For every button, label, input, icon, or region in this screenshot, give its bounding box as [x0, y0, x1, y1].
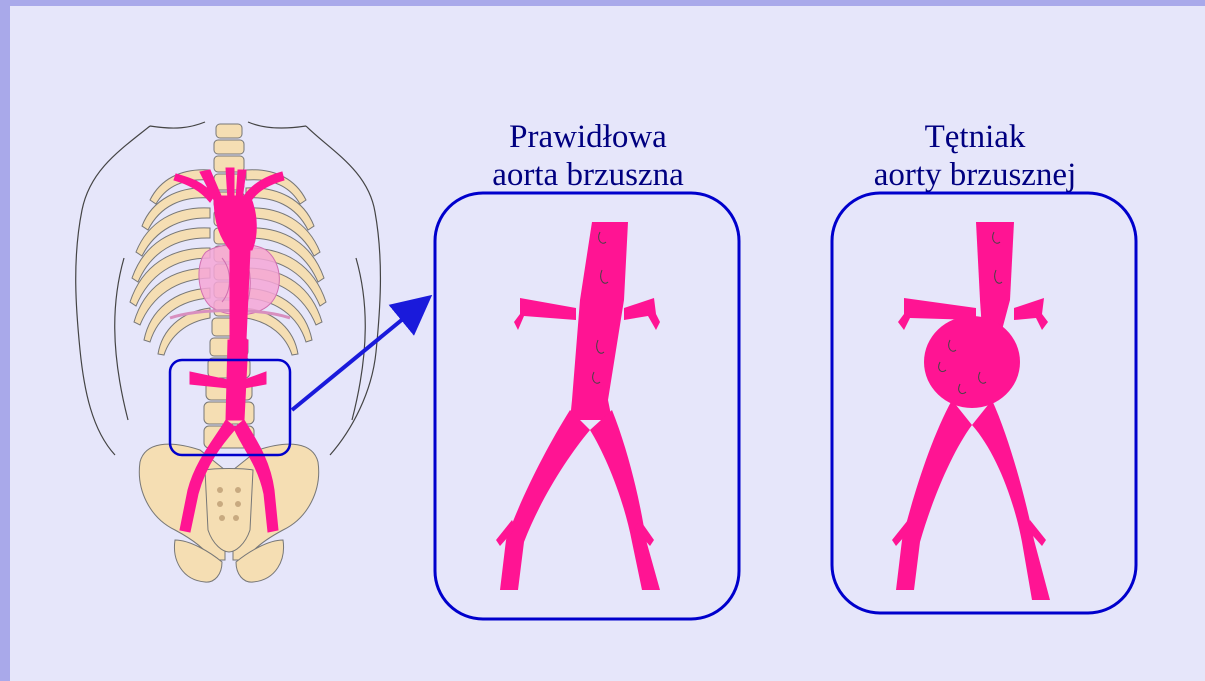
normal-aorta-panel [435, 193, 739, 619]
normal-aorta-label: Prawidłowa aorta brzuszna [468, 118, 708, 194]
aneurysm-label-line2: aorty brzusznej [845, 156, 1105, 194]
aneurysm-bulge [924, 316, 1020, 408]
aneurysm-vessel [892, 222, 1050, 600]
normal-aorta-label-line2: aorta brzuszna [468, 156, 708, 194]
aneurysm-label-line1: Tętniak [845, 118, 1105, 156]
pelvis [139, 444, 318, 582]
normal-aorta-label-line1: Prawidłowa [468, 118, 708, 156]
torso-illustration [76, 122, 381, 582]
ribs-left [130, 170, 210, 355]
normal-aorta-vessel [496, 222, 660, 590]
aneurysm-panel [832, 193, 1136, 613]
aneurysm-label: Tętniak aorty brzusznej [845, 118, 1105, 194]
